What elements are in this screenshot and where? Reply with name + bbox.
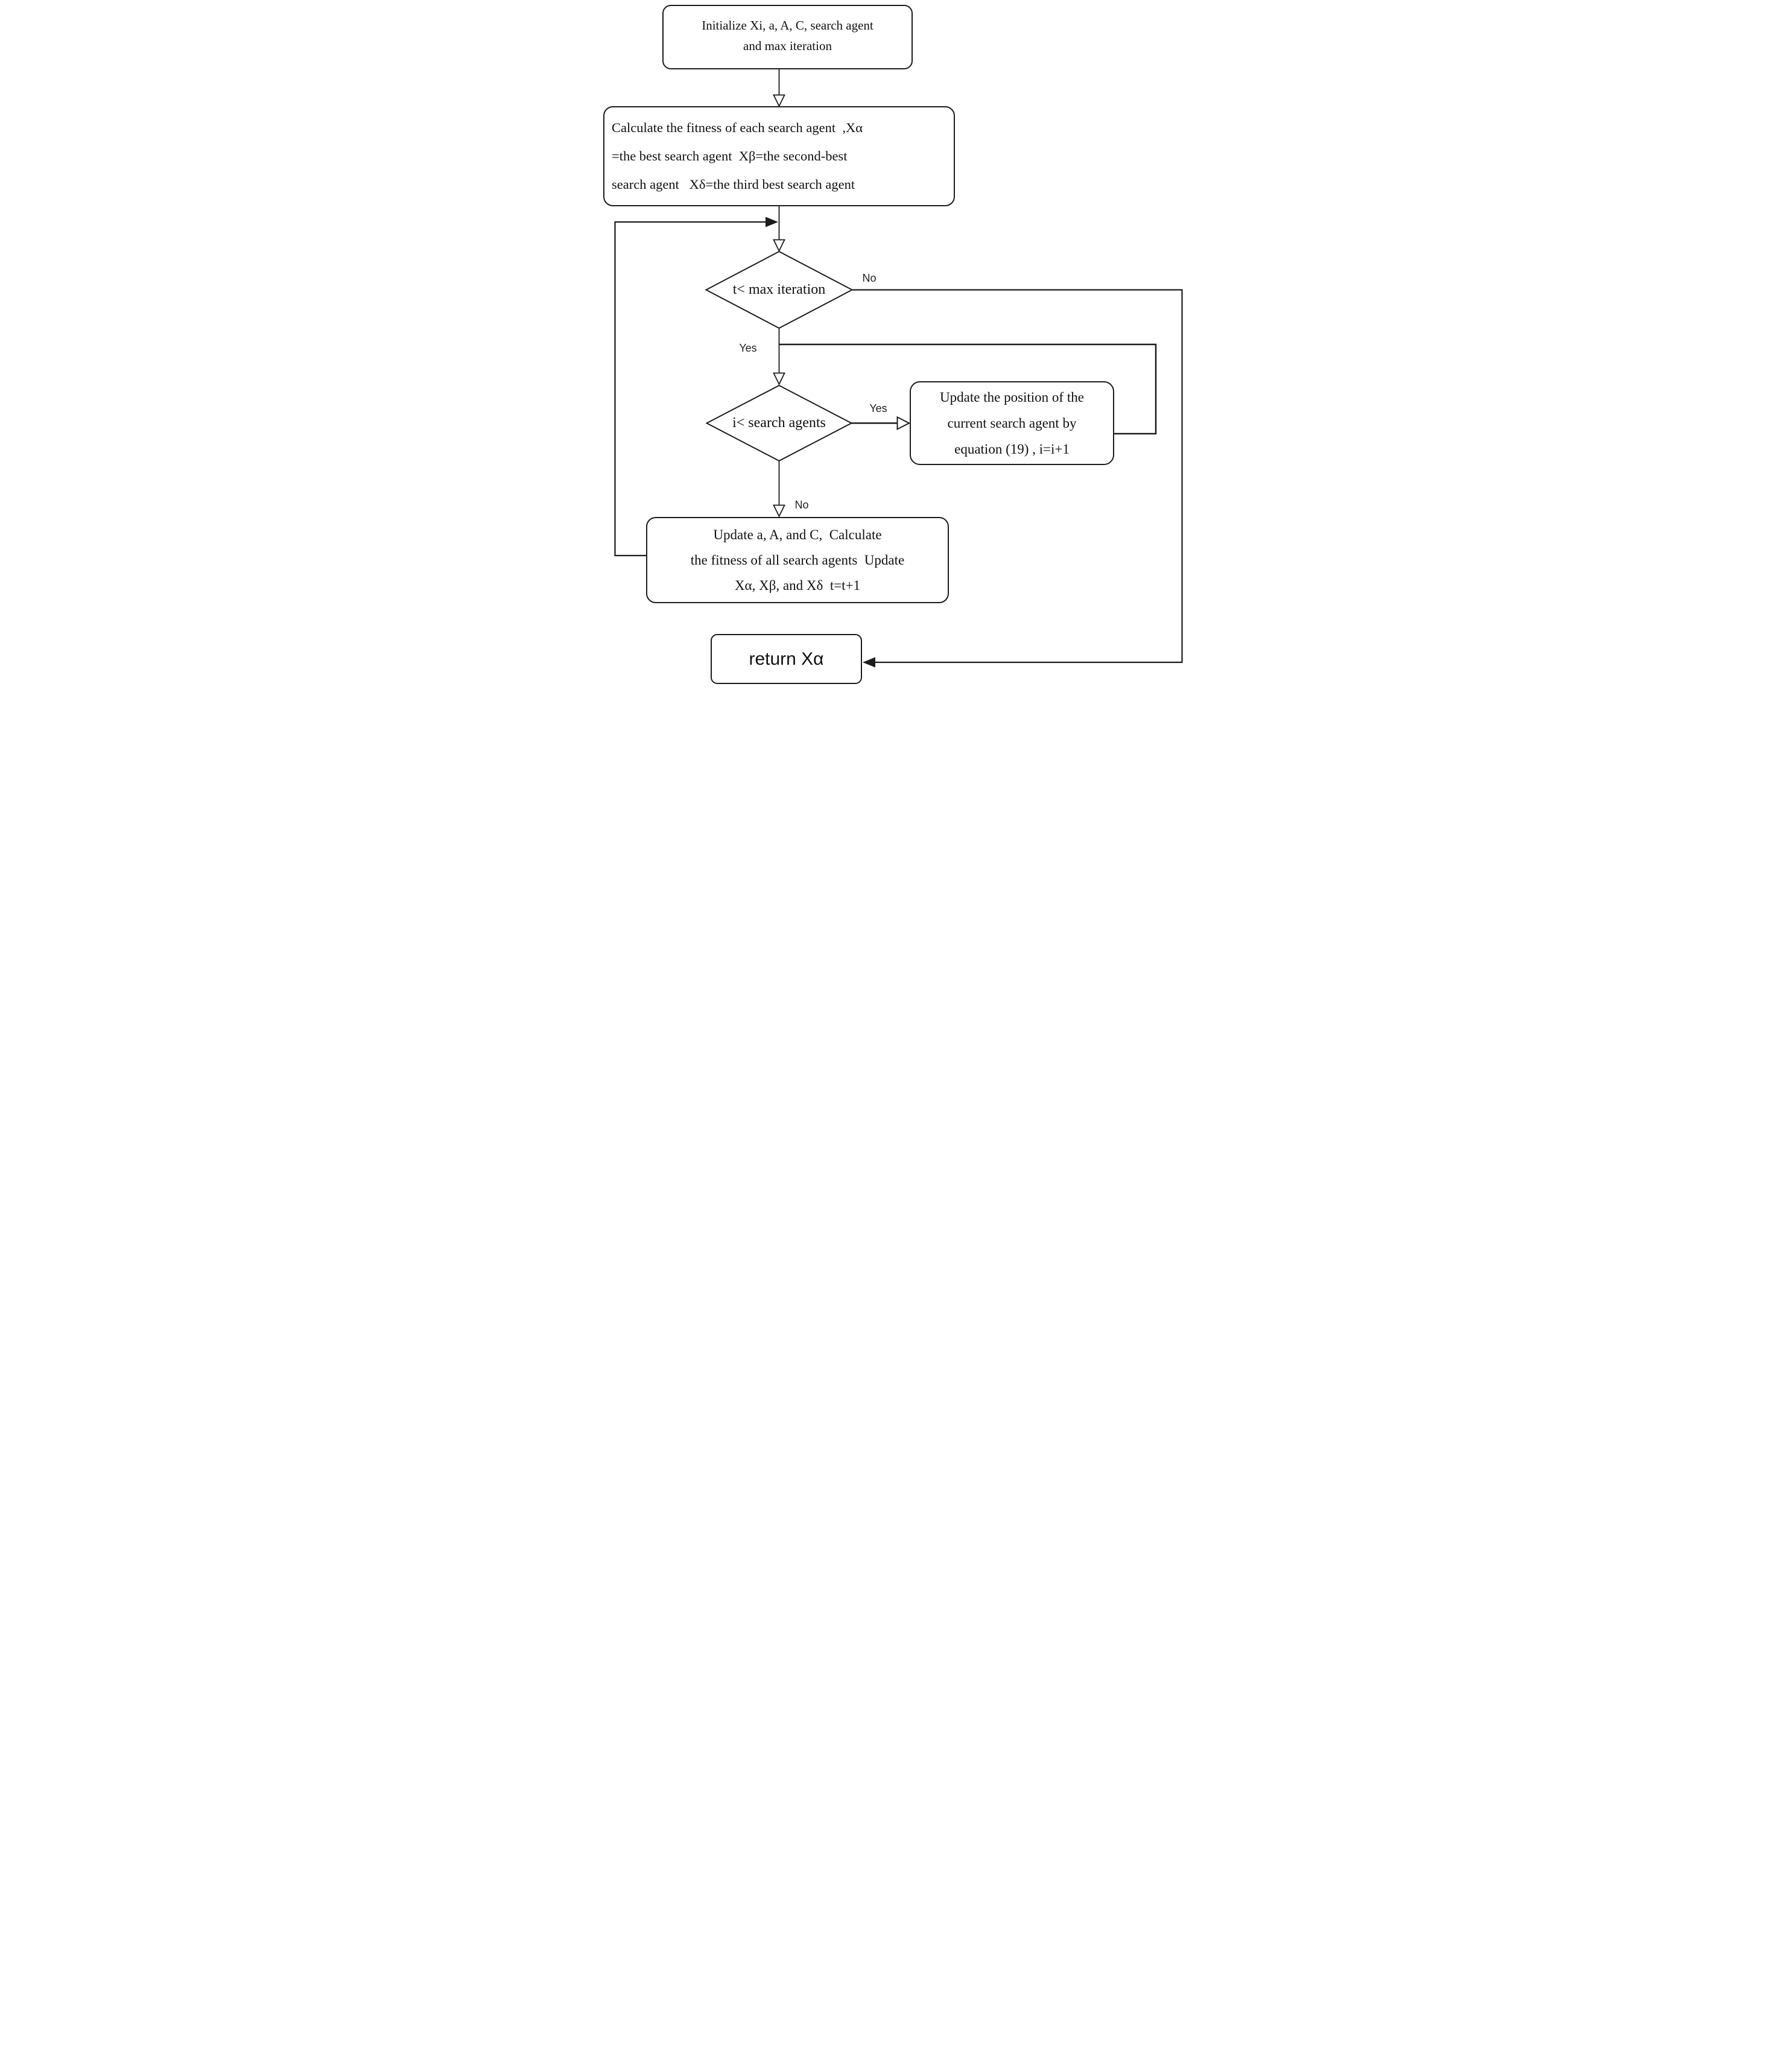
arrowhead-into-updpos: [896, 416, 911, 431]
process-update-params-line1: Update a, A, and C, Calculate: [713, 527, 882, 542]
process-update-position-line1: Update the position of the: [940, 390, 1084, 405]
arrowhead-into-return: [863, 657, 875, 668]
terminal-return: return Xα: [711, 634, 862, 684]
process-update-position-line2: current search agent by: [947, 416, 1077, 431]
process-calculate-fitness-line3: search agent Xδ=the third best search ag…: [612, 177, 855, 192]
process-calculate-fitness-line2: =the best search agent Xβ=the second-bes…: [612, 148, 848, 163]
process-update-params: Update a, A, and C, Calculate the fitnes…: [646, 517, 949, 603]
process-update-position: Update the position of the current searc…: [910, 381, 1114, 465]
process-initialize: Initialize Xi, a, A, C, search agent and…: [662, 5, 913, 69]
decision-max-iteration-label: t< max iteration: [732, 282, 826, 297]
process-calculate-fitness-line1: Calculate the fitness of each search age…: [612, 120, 863, 135]
arrowhead-into-params: [773, 504, 785, 518]
arrowhead-feedback-merge: [766, 217, 778, 227]
process-initialize-line2: and max iteration: [743, 39, 832, 53]
decision-search-agents-label: i< search agents: [732, 415, 826, 431]
process-calculate-fitness: Calculate the fitness of each search age…: [603, 106, 955, 206]
edge-maxiter-no-to-return: [852, 289, 1183, 664]
edge-label-agents-yes: Yes: [869, 402, 887, 414]
arrowhead-into-maxiter: [773, 239, 785, 253]
edge-updpos-loop-back: [779, 343, 1157, 435]
connector-layer: [614, 69, 1183, 668]
terminal-return-label: return Xα: [749, 648, 824, 669]
edge-label-agents-no: No: [794, 499, 809, 511]
edge-label-maxiter-no: No: [862, 272, 877, 284]
process-update-params-line2: the fitness of all search agents Update: [690, 553, 905, 568]
process-update-position-line3: equation (19) , i=i+1: [954, 442, 1070, 457]
process-update-params-line3: Xα, Xβ, and Xδ t=t+1: [734, 578, 861, 593]
process-initialize-line1: Initialize Xi, a, A, C, search agent: [702, 18, 873, 33]
edge-params-feedback-loop: [614, 221, 766, 557]
flowchart-canvas: Initialize Xi, a, A, C, search agent and…: [595, 0, 1190, 691]
arrowhead-into-agents: [773, 372, 785, 386]
edge-label-maxiter-yes: Yes: [739, 342, 757, 354]
arrowhead-into-calc: [773, 94, 785, 108]
